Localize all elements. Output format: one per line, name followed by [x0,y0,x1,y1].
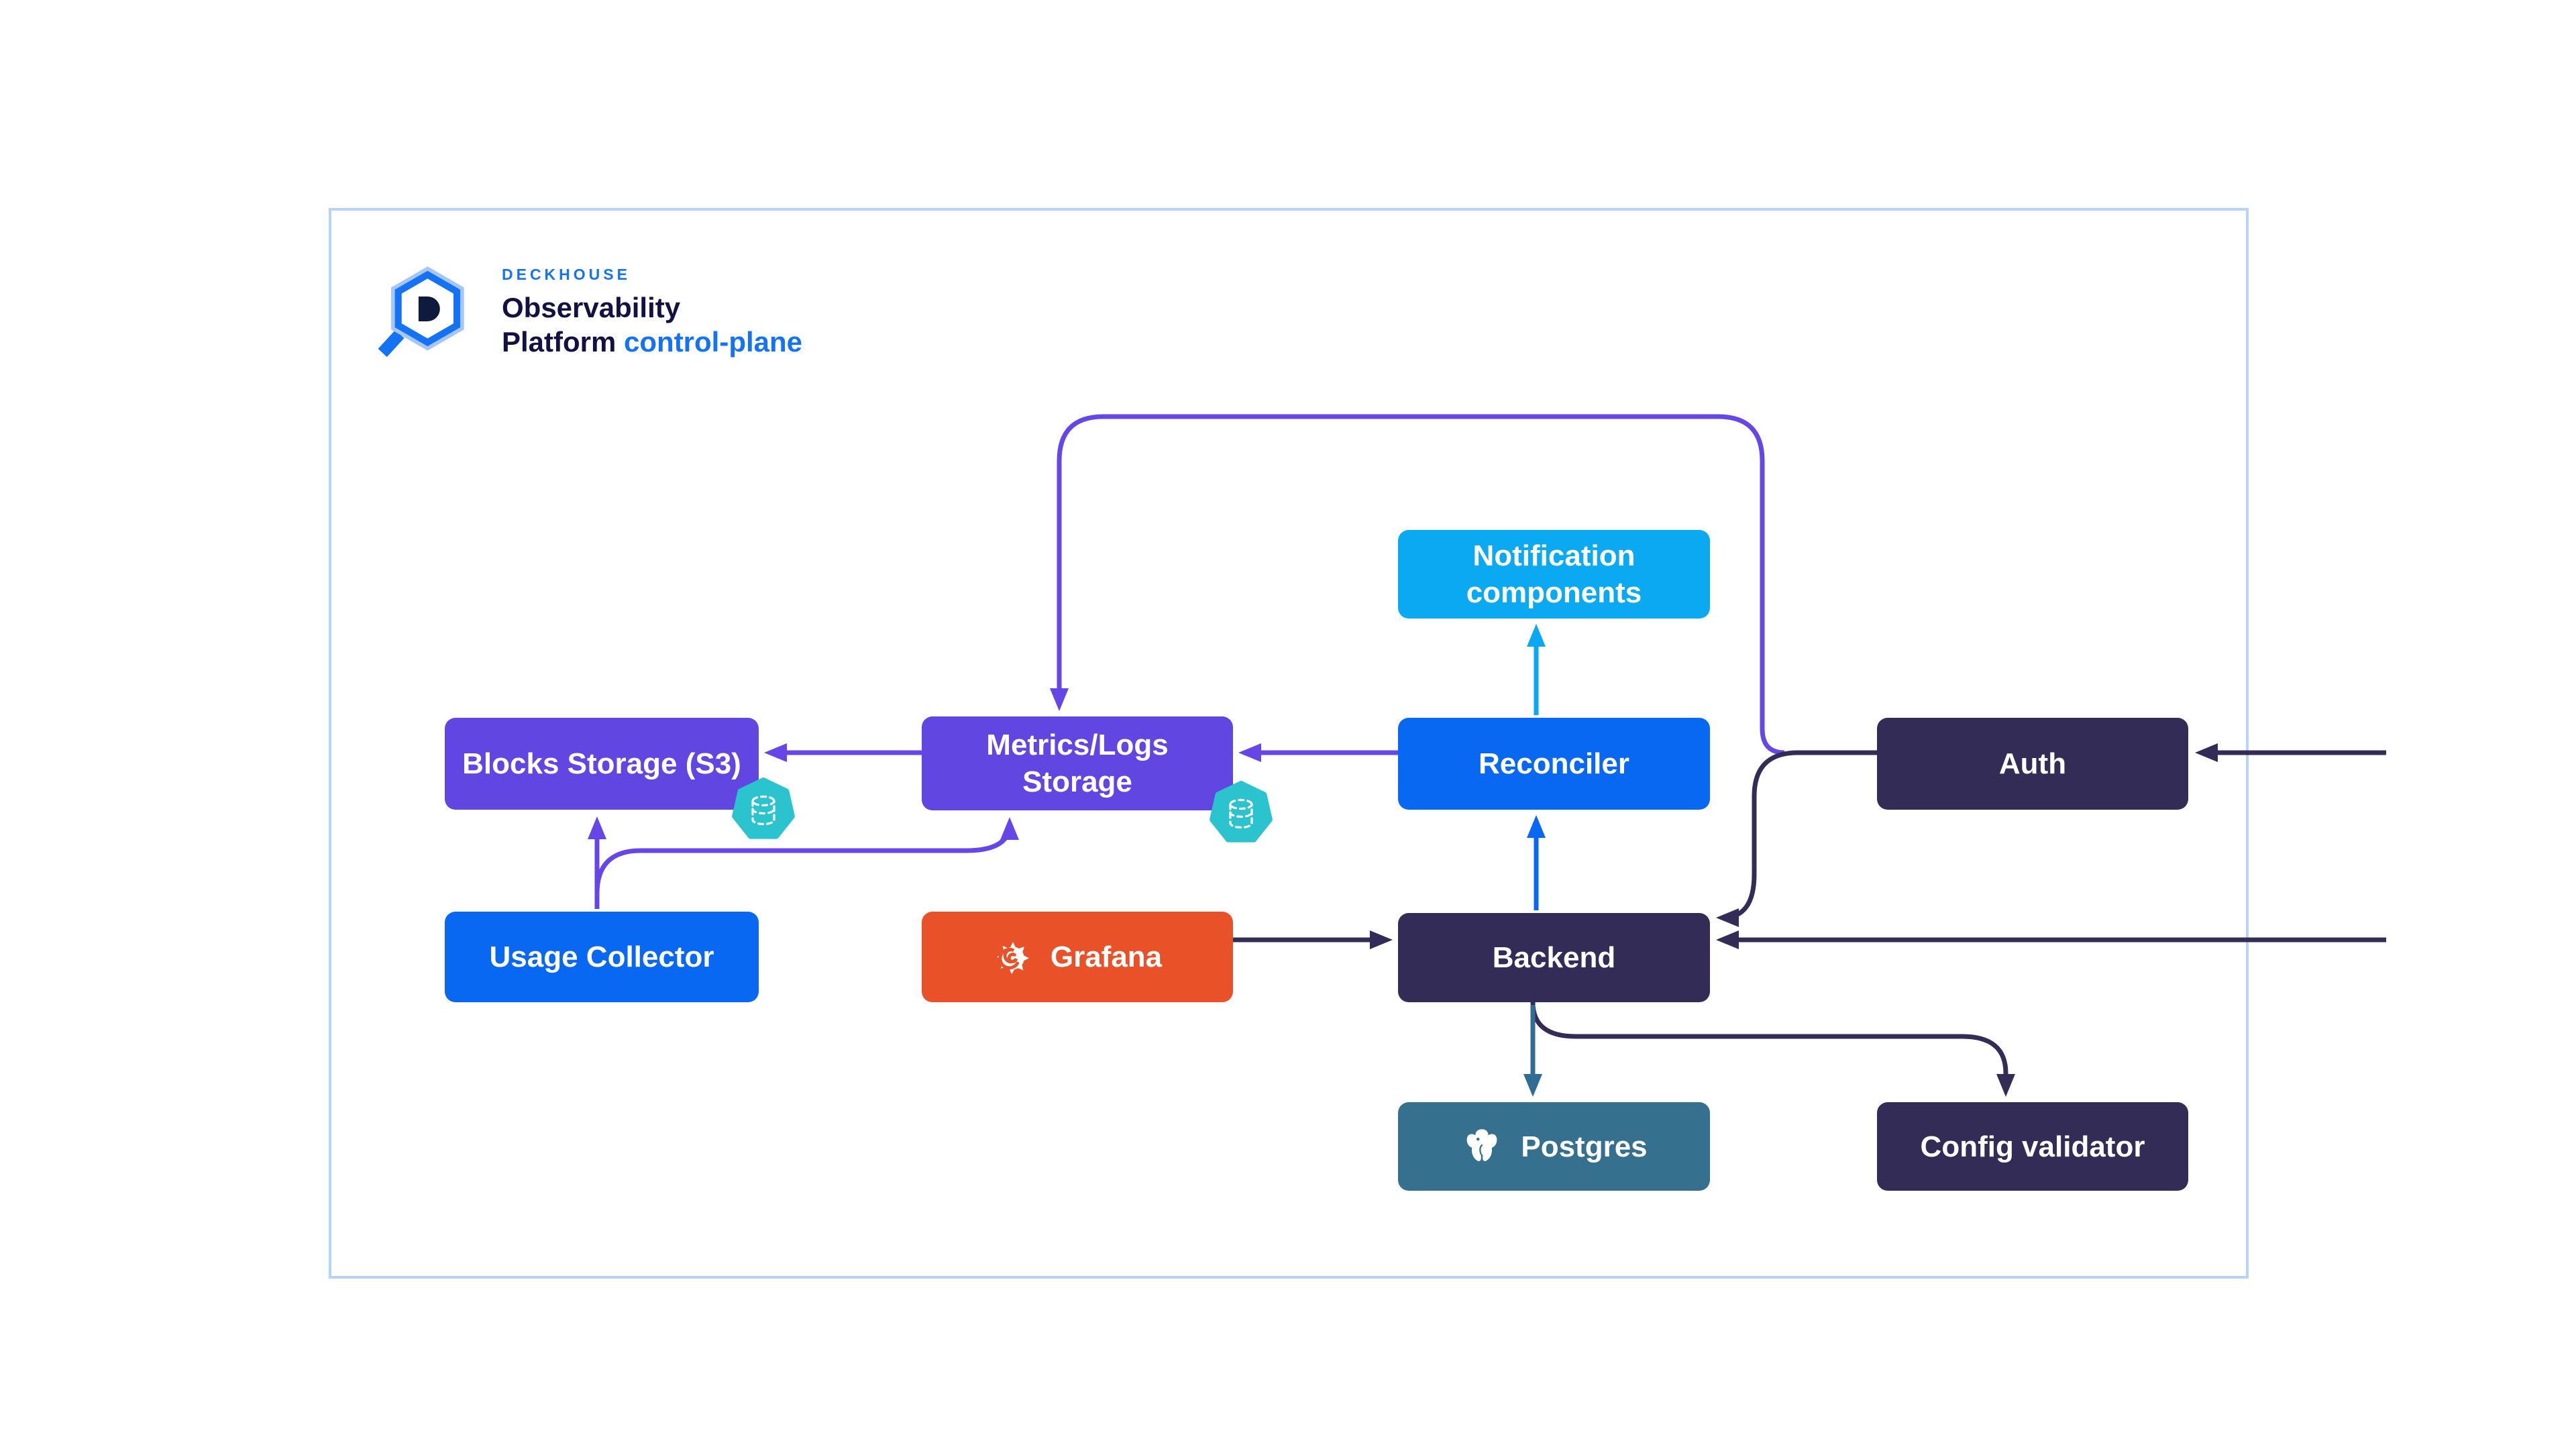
node-grafana: Grafana [922,912,1233,1002]
node-label: Auth [1998,747,2067,780]
node-label: Backend [1492,941,1616,974]
node-config-validator: Config validator [1877,1102,2188,1191]
logo-text: DECKHOUSE Observability Platform control… [502,259,802,359]
node-auth: Auth [1877,718,2188,810]
blocks-storage-database-badge-icon [732,777,795,839]
node-label: Postgres [1521,1130,1648,1163]
node-backend: Backend [1398,913,1710,1002]
deckhouse-logo: DECKHOUSE Observability Platform control… [373,259,802,372]
edge-auth-to-backend [1716,750,1877,927]
node-label: Usage Collector [489,941,714,973]
diagram-frame [329,208,2249,1279]
logo-product-line2: Platform control-plane [502,325,802,359]
logo-brand: DECKHOUSE [502,266,631,283]
node-label: Metrics/Logs Storage [986,729,1169,798]
node-label: Notification components [1466,539,1642,609]
node-notification-components: Notification components [1398,530,1710,619]
metrics-storage-database-badge-icon [1210,781,1273,843]
node-label: Blocks Storage (S3) [462,747,741,780]
node-metrics-logs-storage: Metrics/Logs Storage [922,716,1233,810]
postgres-elephant-icon [1466,1129,1497,1161]
logo-product-line1: Observability [502,292,681,323]
node-label: Reconciler [1479,747,1629,780]
node-postgres: Postgres [1398,1102,1710,1191]
edge-auth-loop-to-metrics [1050,414,1785,755]
node-label: Grafana [1050,941,1163,973]
node-usage-collector: Usage Collector [445,912,759,1002]
grafana-icon [996,941,1029,974]
logo-control-plane-word: control-plane [624,326,803,358]
edge-backend-to-config-validator [1530,1002,2015,1097]
logo-platform-word: Platform [502,326,616,358]
node-label: Config validator [1920,1130,2145,1163]
deckhouse-hexagon-magnifier-icon [378,266,464,358]
node-blocks-storage: Blocks Storage (S3) [445,718,759,810]
edge-usage-to-metrics [594,817,1019,894]
node-reconciler: Reconciler [1398,718,1710,810]
